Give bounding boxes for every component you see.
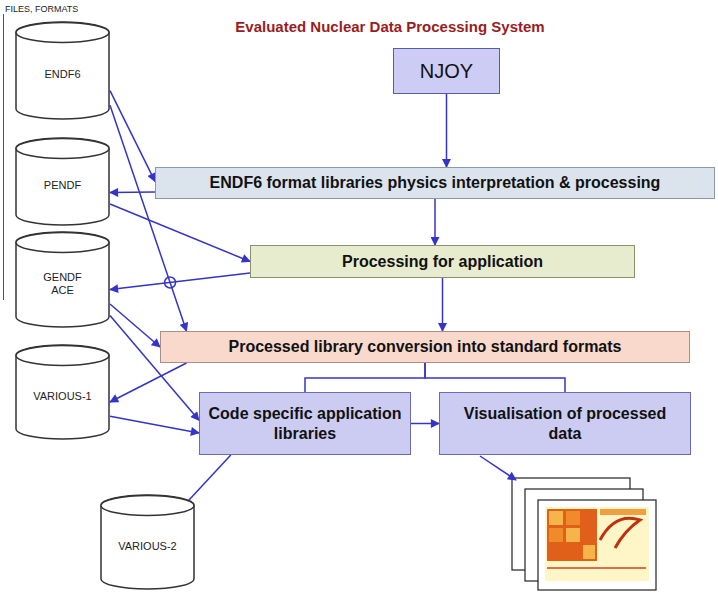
flow-connector	[411, 423, 439, 425]
flow-connector	[446, 94, 448, 167]
flow-connector	[425, 363, 565, 392]
flow-connector	[110, 105, 187, 331]
file-name: GENDF ACE	[38, 271, 88, 297]
file-name: VARIOUS-1	[33, 390, 91, 403]
process-box: Processing for application	[250, 245, 635, 278]
data-file-cylinder: ENDF6	[15, 22, 110, 120]
diagram-title: Evaluated Nuclear Data Processing System	[170, 18, 610, 35]
process-box: Visualisation of processed data	[439, 392, 691, 455]
flow-connector	[110, 91, 155, 182]
data-file-cylinder: PENDF	[15, 138, 110, 226]
section-label: FILES, FORMATS	[5, 4, 78, 14]
data-file-cylinder: VARIOUS-2	[100, 495, 195, 590]
flow-connector	[305, 363, 425, 392]
process-box: Code specific application libraries	[199, 392, 411, 455]
box-label: NJOY	[420, 59, 473, 83]
file-name: ENDF6	[44, 68, 80, 81]
box-label: Code specific application libraries	[208, 404, 402, 442]
box-label: Visualisation of processed data	[448, 404, 682, 442]
stacked-pages	[512, 478, 656, 590]
data-file-cylinder: VARIOUS-1	[15, 345, 110, 440]
flow-connector	[434, 199, 436, 245]
flow-connector	[110, 363, 187, 402]
flow-connector	[110, 204, 250, 262]
process-box: Processed library conversion into standa…	[160, 331, 690, 363]
leader-arrow	[480, 456, 516, 480]
flow-connector	[110, 191, 155, 193]
box-label: Processing for application	[342, 252, 543, 271]
box-label: Processed library conversion into standa…	[228, 337, 621, 356]
margin-rule	[3, 14, 4, 300]
file-name: PENDF	[44, 179, 81, 192]
flow-connector	[110, 416, 199, 433]
process-box: ENDF6 format libraries physics interpret…	[155, 167, 715, 199]
data-file-cylinder: GENDF ACE	[15, 232, 110, 328]
process-box: NJOY	[393, 48, 500, 94]
box-label: ENDF6 format libraries physics interpret…	[210, 173, 661, 192]
file-name: VARIOUS-2	[118, 540, 176, 553]
flow-connector	[110, 273, 250, 290]
crossing-mark	[165, 277, 176, 288]
flow-connector	[442, 278, 444, 331]
